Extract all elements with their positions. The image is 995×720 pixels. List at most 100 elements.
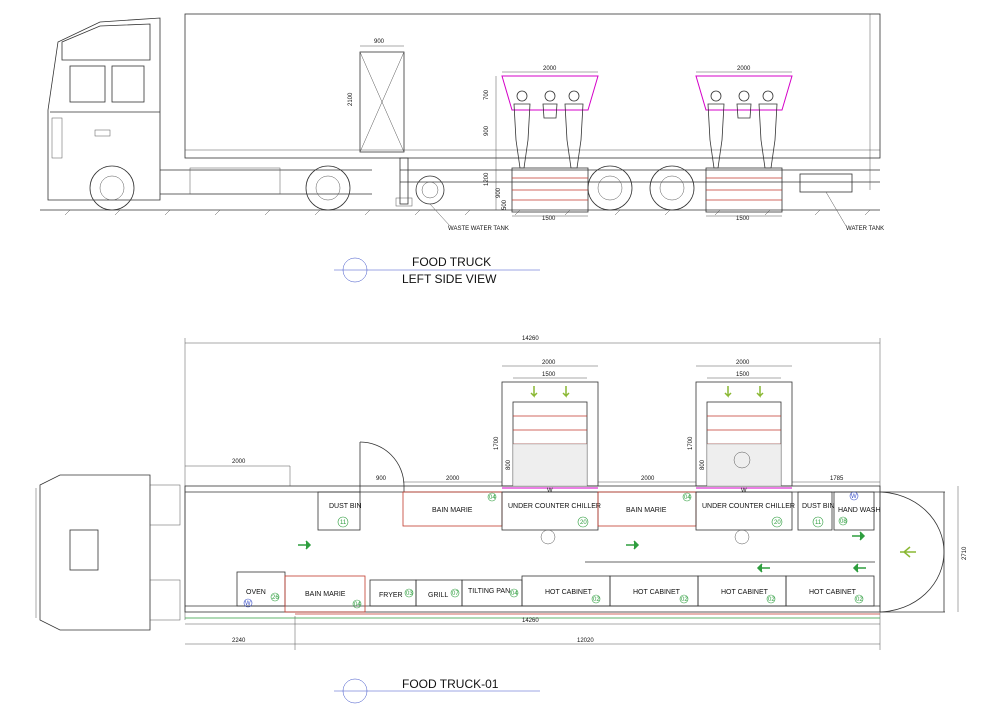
item-grill: GRILL (428, 592, 448, 599)
top-equipment-row: DUST BIN 11 BAIN MARIE 04 UNDER COUNTER … (317, 491, 881, 545)
item-chiller-2: UNDER COUNTER CHILLER (702, 503, 795, 510)
dim-seg2: 2000 (641, 476, 655, 482)
arrow-icon (562, 386, 570, 398)
chef-figures-1 (513, 90, 584, 169)
svg-text:900: 900 (496, 187, 502, 198)
trailer-wheel-icon-1 (587, 165, 633, 211)
bottom-equipment-row: OVEN W 26 BAIN MARIE 04 FRYER 03 GRILL 0… (236, 571, 875, 613)
svg-text:W: W (245, 601, 251, 607)
trailer-wheel-icon-2 (649, 165, 695, 211)
arrow-icon (756, 386, 764, 398)
item-chiller-1: UNDER COUNTER CHILLER (508, 503, 601, 510)
svg-text:02: 02 (768, 597, 775, 603)
service-window-1: 2000 (501, 66, 599, 213)
item-dust-bin-1: DUST BIN (329, 503, 362, 510)
svg-text:800: 800 (506, 459, 512, 470)
stool-icon (734, 529, 750, 545)
svg-text:11: 11 (340, 520, 347, 526)
dim-window2-width: 2000 (737, 66, 751, 72)
dim-window1-width: 2000 (543, 66, 557, 72)
window-bay-2: 2000 1500 1700 800 W (688, 360, 793, 494)
item-bain-marie-top-2: BAIN MARIE (626, 507, 667, 514)
dim-bay1-inner: 1500 (542, 372, 556, 378)
item-hot-cabinet-3: HOT CABINET (721, 589, 769, 596)
item-fryer: FRYER (379, 592, 403, 599)
truck-cab (47, 17, 372, 201)
side-view-title: FOOD TRUCK (412, 255, 491, 269)
svg-text:04: 04 (354, 602, 361, 608)
window-bay-1: 2000 1500 1700 800 W (494, 360, 599, 494)
item-hot-cabinet-2: HOT CABINET (633, 589, 681, 596)
item-bain-marie-bottom: BAIN MARIE (305, 591, 346, 598)
rear-doors: 2710 (879, 486, 968, 613)
svg-text:04: 04 (511, 591, 518, 597)
flow-arrows (298, 531, 866, 573)
item-dust-bin-2: DUST BIN (802, 503, 835, 510)
dim-right-bottom: 12020 (577, 638, 594, 644)
svg-text:04: 04 (684, 495, 691, 501)
arrow-icon (900, 546, 916, 558)
dim-door-width: 900 (374, 39, 385, 45)
item-hot-cabinet-1: HOT CABINET (545, 589, 593, 596)
svg-text:500: 500 (502, 199, 508, 210)
dim-overall-top: 14260 (522, 336, 539, 342)
dim-width: 2710 (962, 546, 968, 560)
plan-view: 14260 2000 900 2000 2000 1785 (35, 336, 968, 704)
water-mark: W (547, 488, 553, 494)
dim-door-height: 2100 (348, 92, 354, 106)
dim-step2-width: 1500 (736, 216, 750, 222)
svg-text:02: 02 (681, 597, 688, 603)
svg-text:02: 02 (856, 597, 863, 603)
arrow-icon (530, 386, 538, 398)
dim-step1-width: 1500 (542, 216, 556, 222)
label-waste-water-tank: WASTE WATER TANK (448, 226, 509, 232)
dim-bay2-inner: 1500 (736, 372, 750, 378)
svg-text:700: 700 (484, 89, 490, 100)
svg-text:1700: 1700 (688, 436, 694, 450)
item-bain-marie-top-1: BAIN MARIE (432, 507, 473, 514)
cab-front-wheel-icon (89, 165, 135, 211)
item-tilting-pan: TILTING PAN (468, 588, 510, 595)
svg-text:08: 08 (840, 519, 847, 525)
water-tank-icon (799, 173, 853, 193)
svg-text:07: 07 (452, 591, 459, 597)
svg-text:04: 04 (489, 495, 496, 501)
chef-figures-2 (707, 90, 778, 169)
dim-left-top: 2000 (232, 459, 246, 465)
item-hand-wash: HAND WASH (838, 507, 881, 514)
side-door-swing (359, 441, 405, 492)
dim-door: 900 (376, 476, 387, 482)
item-hot-cabinet-4: HOT CABINET (809, 589, 857, 596)
label-water-tank: WATER TANK (846, 226, 884, 232)
side-door: 900 2100 (348, 39, 405, 153)
waste-water-tank-icon (415, 175, 445, 205)
service-window-2: 2000 (695, 66, 793, 213)
cab-rear-wheel-icon (305, 165, 351, 211)
svg-text:26: 26 (272, 595, 279, 601)
water-mark: W (741, 488, 747, 494)
side-view-subtitle: LEFT SIDE VIEW (402, 272, 497, 286)
dim-bay1-outer: 2000 (542, 360, 556, 366)
arrow-icon (724, 386, 732, 398)
svg-text:11: 11 (815, 520, 822, 526)
plan-view-title: FOOD TRUCK-01 (402, 677, 499, 691)
trailer-box (184, 13, 881, 190)
svg-text:1200: 1200 (484, 172, 490, 186)
stool-icon (540, 529, 556, 545)
ground-hatch (64, 209, 871, 216)
svg-text:02: 02 (593, 597, 600, 603)
side-view: 900 2100 2000 2000 (40, 13, 884, 286)
dim-left-bottom: 2240 (232, 638, 246, 644)
dim-bay2-outer: 2000 (736, 360, 750, 366)
svg-text:900: 900 (484, 125, 490, 136)
item-oven: OVEN (246, 589, 266, 596)
dim-seg1: 2000 (446, 476, 460, 482)
svg-text:20: 20 (774, 520, 781, 526)
svg-text:1700: 1700 (494, 436, 500, 450)
cab-top-view (35, 474, 181, 631)
landing-gear (399, 157, 409, 205)
dim-overall-bottom: 14260 (522, 618, 539, 624)
svg-text:W: W (851, 494, 857, 500)
svg-text:800: 800 (700, 459, 706, 470)
